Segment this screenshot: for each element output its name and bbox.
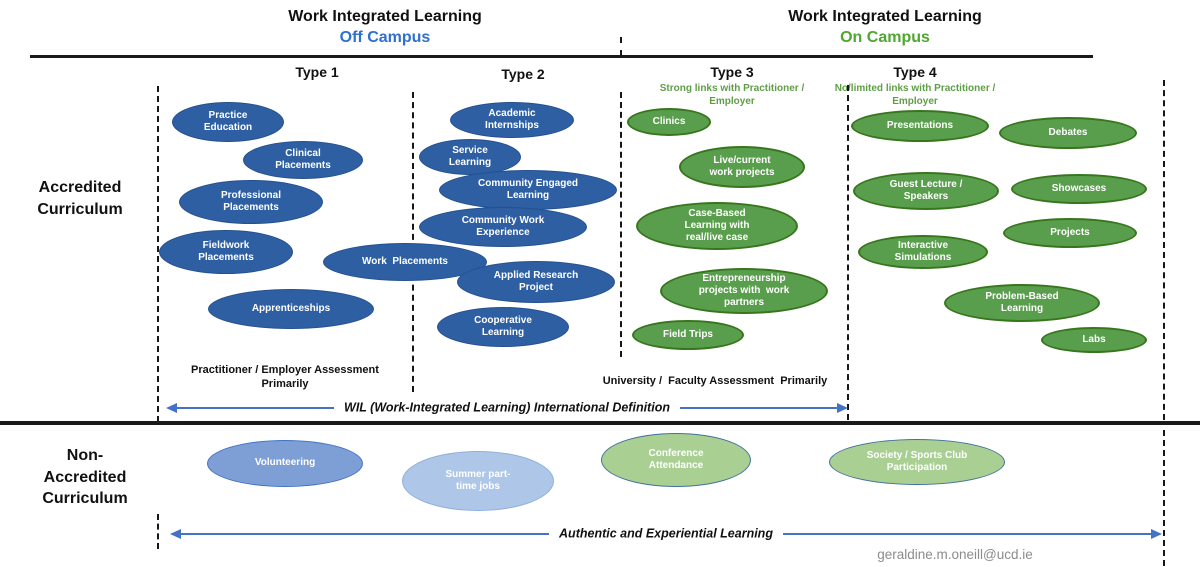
node-service-learning: Service Learning bbox=[419, 139, 521, 175]
experiential-learning-arrow: Authentic and Experiential Learning bbox=[170, 526, 1162, 541]
experiential-learning-label: Authentic and Experiential Learning bbox=[549, 526, 783, 541]
accredited-curriculum-label: Accredited Curriculum bbox=[37, 179, 123, 218]
node-apprenticeships: Apprenticeships bbox=[208, 289, 374, 329]
column-dash-left bbox=[157, 86, 159, 422]
node-field-trips: Field Trips bbox=[632, 320, 744, 350]
column-dash-type1-2 bbox=[412, 92, 414, 392]
off-campus-subtitle: Off Campus bbox=[339, 29, 431, 46]
node-society-sports-club-participation: Society / Sports Club Participation bbox=[829, 439, 1005, 485]
node-professional-placements: Professional Placements bbox=[179, 180, 323, 224]
node-labs: Labs bbox=[1041, 327, 1147, 353]
node-summer-part-time-jobs: Summer part- time jobs bbox=[402, 451, 554, 511]
node-projects: Projects bbox=[1003, 218, 1137, 248]
node-clinical-placements: Clinical Placements bbox=[243, 141, 363, 179]
university-assessment-note: University / Faculty Assessment Primaril… bbox=[602, 375, 828, 387]
column-dash-right bbox=[1163, 80, 1165, 420]
type3-header: Type 3 bbox=[710, 64, 754, 80]
practitioner-assessment-note: Practitioner / Employer Assessment Prima… bbox=[191, 364, 379, 391]
wil-definition-label: WIL (Work-Integrated Learning) Internati… bbox=[334, 400, 680, 415]
node-debates: Debates bbox=[999, 117, 1137, 149]
node-presentations: Presentations bbox=[851, 110, 989, 142]
type3-subtitle: Strong links with Practitioner / Employe… bbox=[659, 83, 805, 107]
node-interactive-simulations: Interactive Simulations bbox=[858, 235, 988, 269]
arrow-left-head-icon bbox=[166, 402, 177, 413]
node-conference-attendance: Conference Attendance bbox=[601, 433, 751, 487]
non-accredited-curriculum-label: Non- Accredited Curriculum bbox=[42, 447, 128, 508]
node-entrepreneurship-projects-with-work-partners: Entrepreneurship projects with work part… bbox=[660, 268, 828, 314]
header-underline bbox=[30, 55, 1093, 58]
node-problem-based-learning: Problem-Based Learning bbox=[944, 284, 1100, 322]
column-dash-type2-3 bbox=[620, 92, 622, 357]
type1-header: Type 1 bbox=[295, 64, 339, 80]
on-campus-subtitle: On Campus bbox=[840, 29, 930, 46]
node-showcases: Showcases bbox=[1011, 174, 1147, 204]
node-community-work-experience: Community Work Experience bbox=[419, 207, 587, 247]
node-community-engaged-learning: Community Engaged Learning bbox=[439, 170, 617, 210]
author-email: geraldine.m.oneill@ucd.ie bbox=[877, 547, 1033, 562]
node-cooperative-learning: Cooperative Learning bbox=[437, 307, 569, 347]
node-live-current-work-projects: Live/current work projects bbox=[679, 146, 805, 188]
node-guest-lecture-speakers: Guest Lecture / Speakers bbox=[853, 172, 999, 210]
campus-divider-dash bbox=[620, 37, 622, 56]
wil-definition-arrow: WIL (Work-Integrated Learning) Internati… bbox=[166, 400, 848, 415]
arrow-left-head-icon bbox=[170, 528, 181, 539]
node-clinics: Clinics bbox=[627, 108, 711, 136]
node-case-based-learning-with-real-live-case: Case-Based Learning with real/live case bbox=[636, 202, 798, 250]
type4-header: Type 4 bbox=[893, 64, 937, 80]
node-work-placements: Work Placements bbox=[323, 243, 487, 281]
arrow-right-head-icon bbox=[1151, 528, 1162, 539]
type4-subtitle: No/limited links with Practitioner / Emp… bbox=[834, 83, 996, 107]
node-practice-education: Practice Education bbox=[172, 102, 284, 142]
arrow-right-head-icon bbox=[837, 402, 848, 413]
node-academic-internships: Academic Internships bbox=[450, 102, 574, 138]
node-applied-research-project: Applied Research Project bbox=[457, 261, 615, 303]
node-volunteering: Volunteering bbox=[207, 439, 363, 487]
bottom-dash-right bbox=[1163, 430, 1165, 566]
bottom-dash-left bbox=[157, 514, 159, 549]
curriculum-divider-line bbox=[0, 421, 1200, 425]
node-fieldwork-placements: Fieldwork Placements bbox=[159, 230, 293, 274]
column-dash-type3-4 bbox=[847, 85, 849, 420]
on-campus-title: Work Integrated Learning bbox=[788, 8, 982, 25]
off-campus-title: Work Integrated Learning bbox=[288, 8, 482, 25]
type2-header: Type 2 bbox=[501, 66, 545, 82]
